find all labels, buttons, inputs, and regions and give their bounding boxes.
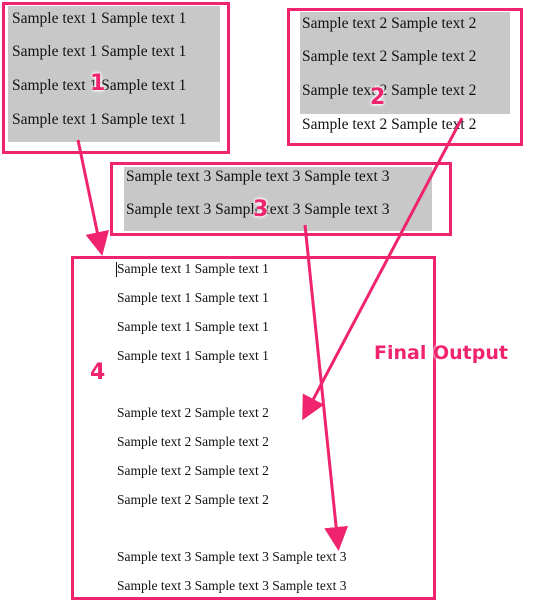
output-line-2[interactable]: Sample text 1 Sample text 1 xyxy=(117,290,269,305)
output-line-9[interactable]: Sample text 3 Sample text 3 Sample text … xyxy=(117,549,347,564)
box2-number-label: 2 xyxy=(370,85,386,110)
box1-selection-highlight xyxy=(8,6,220,142)
box2-line-1[interactable]: Sample text 2 Sample text 2 xyxy=(302,15,477,32)
box2-line-2[interactable]: Sample text 2 Sample text 2 xyxy=(302,48,477,65)
output-line-10[interactable]: Sample text 3 Sample text 3 Sample text … xyxy=(117,578,347,593)
output-line-4[interactable]: Sample text 1 Sample text 1 xyxy=(117,348,269,363)
output-line-7[interactable]: Sample text 2 Sample text 2 xyxy=(117,463,269,478)
output-line-6[interactable]: Sample text 2 Sample text 2 xyxy=(117,434,269,449)
box2-line-3[interactable]: Sample text 2 Sample text 2 xyxy=(302,82,477,99)
box4-final-output-document xyxy=(71,256,436,600)
arrow-box1-to-output xyxy=(76,139,110,256)
box2-line-4[interactable]: Sample text 2 Sample text 2 xyxy=(302,116,477,133)
text-cursor xyxy=(116,262,117,277)
output-line-3[interactable]: Sample text 1 Sample text 1 xyxy=(117,319,269,334)
box1-line-3[interactable]: Sample text 1 Sample text 1 xyxy=(12,77,187,94)
output-line-5[interactable]: Sample text 2 Sample text 2 xyxy=(117,405,269,420)
box4-number-label: 4 xyxy=(90,360,106,385)
box1-line-1[interactable]: Sample text 1 Sample text 1 xyxy=(12,10,187,27)
box3-number-label: 3 xyxy=(253,197,269,222)
box1-number-label: 1 xyxy=(90,71,106,96)
box1-source-document xyxy=(2,2,230,154)
box1-line-4[interactable]: Sample text 1 Sample text 1 xyxy=(12,111,187,128)
box2-selection-highlight xyxy=(300,12,510,114)
box1-line-2[interactable]: Sample text 1 Sample text 1 xyxy=(12,43,187,60)
output-line-8[interactable]: Sample text 2 Sample text 2 xyxy=(117,492,269,507)
final-output-label: Final Output xyxy=(374,342,508,364)
box3-line-1[interactable]: Sample text 3 Sample text 3 Sample text … xyxy=(126,168,390,185)
output-line-1[interactable]: Sample text 1 Sample text 1 xyxy=(117,261,269,276)
